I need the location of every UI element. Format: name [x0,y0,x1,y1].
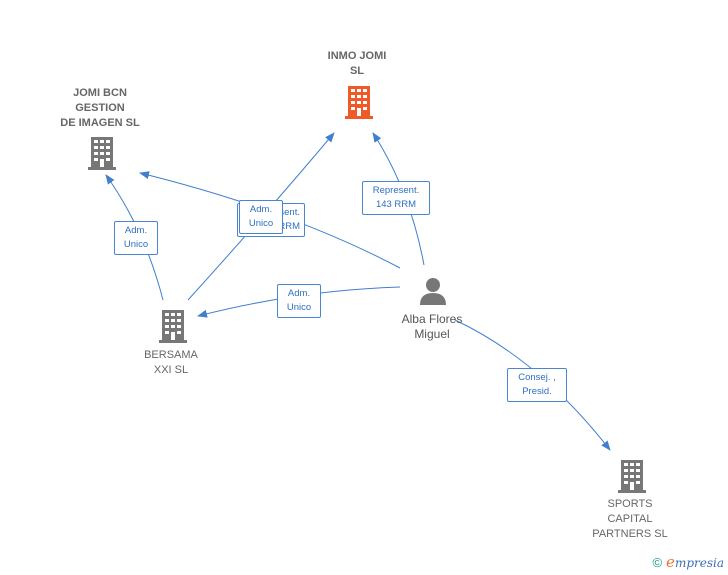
copyright-icon: © [652,555,663,570]
node-label-sports[interactable]: SPORTS CAPITAL PARTNERS SL [592,498,668,540]
building-icon-bersama[interactable] [159,310,187,343]
edge-label-represent-143: Represent. 143 RRM [362,181,430,215]
edge-label-adm-unico-alba-bersama: Adm. Unico [277,284,321,318]
node-label-alba[interactable]: Alba Flores Miguel [401,312,463,341]
building-icon-sports[interactable] [618,460,646,493]
edge-label-consej-presid: Consej. , Presid. [507,368,567,402]
edges [105,132,611,451]
brand-name: mpresia [674,556,724,570]
person-icon-alba[interactable] [420,278,446,305]
brand-logo-e: e [666,553,675,571]
building-icon-inmo-jomi[interactable] [345,86,373,119]
node-label-bersama[interactable]: BERSAMA XXI SL [144,349,198,376]
node-label-inmo-jomi[interactable]: INMO JOMI SL [327,50,387,77]
footer-brand: ©empresia [652,553,724,571]
edge-label-adm-unico-front: Adm. Unico [239,200,283,234]
node-label-jomi-bcn[interactable]: JOMI BCN GESTION DE IMAGEN SL [60,87,140,129]
edge-label-adm-unico-bersama-jomi: Adm. Unico [114,221,158,255]
building-icon-jomi-bcn[interactable] [88,137,116,170]
